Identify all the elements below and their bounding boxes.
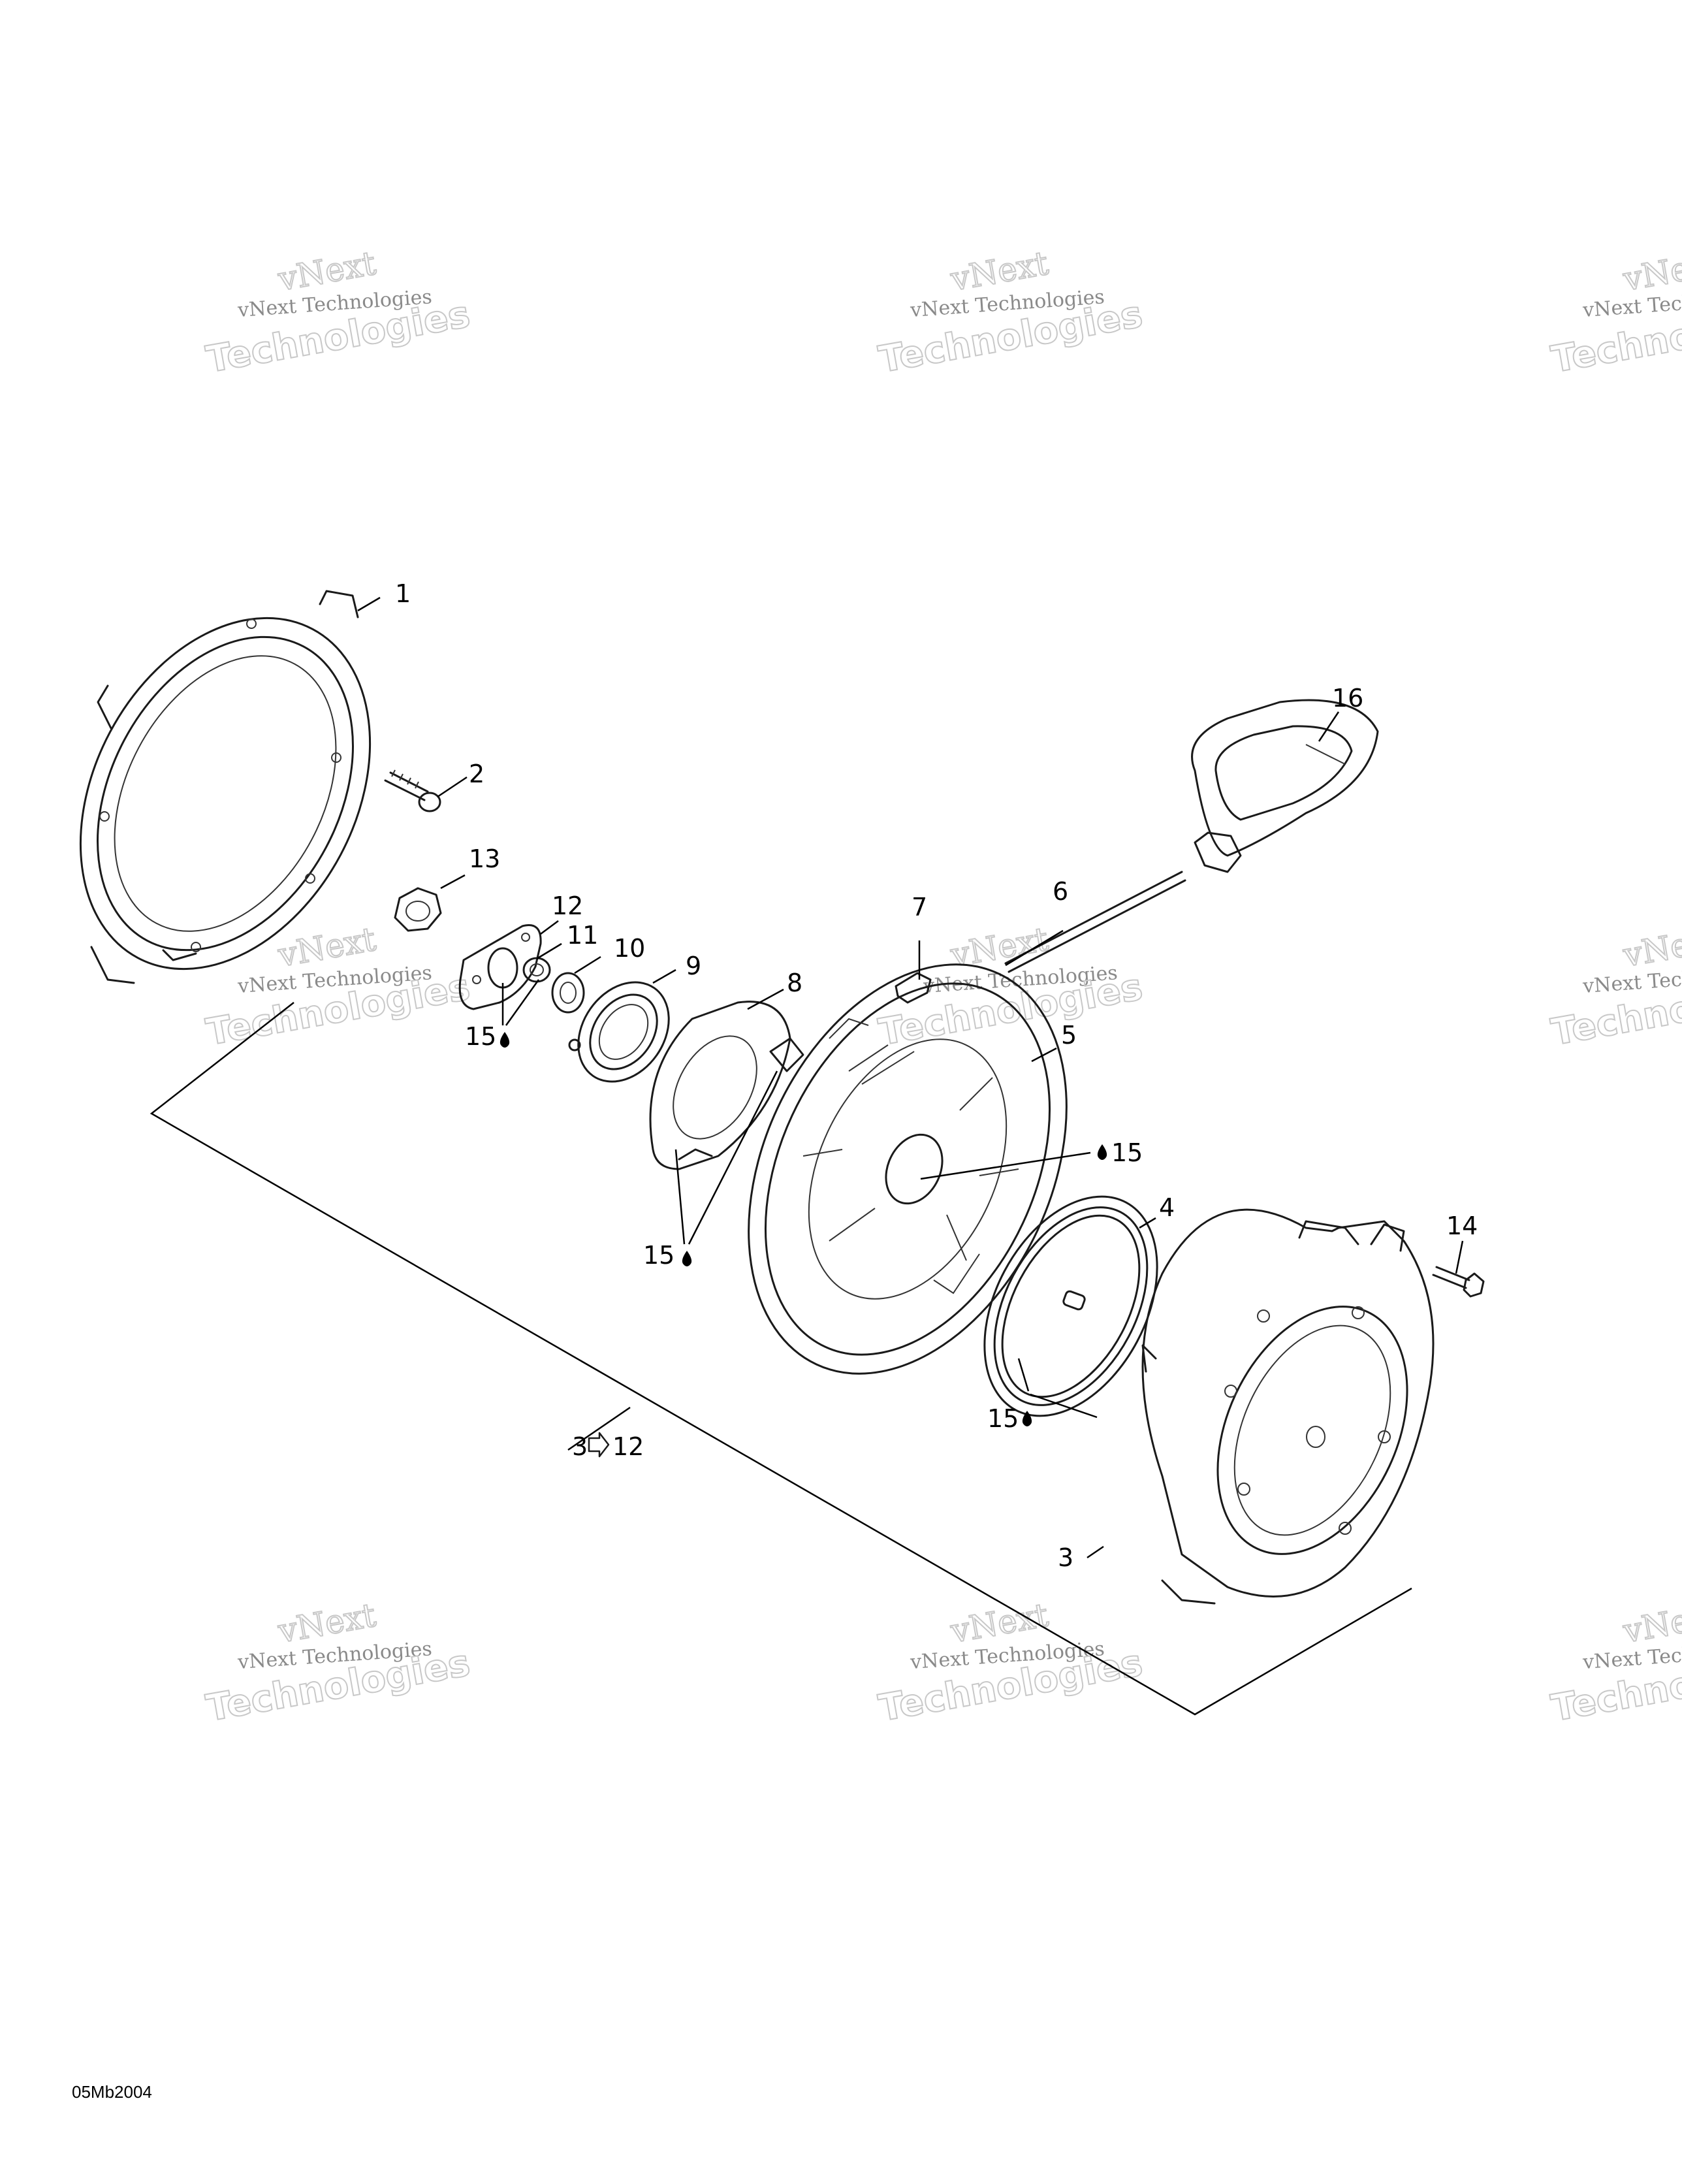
callout-16: 16 <box>1332 684 1363 713</box>
ratchet-pawl <box>568 981 670 1083</box>
recoil-spring <box>983 1195 1158 1417</box>
lubrication-drops <box>500 1032 1107 1426</box>
lock-nut <box>394 887 442 932</box>
callout-3-to-12: 3 12 <box>572 1432 644 1461</box>
watermark-bottom-right: vNext vNext Technologies Technologies <box>1547 1596 1682 1731</box>
callout-15-d: 15 <box>987 1404 1019 1433</box>
watermark-top-left: vNext vNext Technologies Technologies <box>202 244 473 382</box>
callout-labels: 1 2 13 12 11 10 9 8 7 6 5 16 4 14 3 15 1… <box>395 579 1478 1572</box>
callout-15-b: 15 <box>643 1241 674 1270</box>
watermark-mid-left: vNext vNext Technologies Technologies <box>202 920 473 1055</box>
svg-text:vNext: vNext <box>1620 244 1682 298</box>
assembly-bracket <box>150 1002 1412 1716</box>
drop-icon <box>500 1032 510 1048</box>
callout-7: 7 <box>912 893 927 922</box>
cam-plate <box>649 1001 804 1170</box>
watermark-mid-center: vNext vNext Technologies Technologies <box>875 920 1146 1055</box>
rope-knot <box>895 972 932 1004</box>
callout-13: 13 <box>469 844 500 873</box>
callout-8: 8 <box>787 969 802 997</box>
watermark-top-center: vNext vNext Technologies Technologies <box>875 244 1146 382</box>
watermark-group: vNext vNext Technologies Technologies vN… <box>202 244 1682 1731</box>
drop-icon <box>1022 1411 1032 1426</box>
svg-text:vNext: vNext <box>1620 1596 1682 1650</box>
flange-bolt <box>1432 1266 1485 1298</box>
watermark-top-right: vNext vNext Technologies Technologies <box>1547 244 1682 382</box>
starter-cover <box>1141 1208 1435 1605</box>
svg-text:vNext: vNext <box>1620 920 1682 974</box>
screw <box>384 769 441 812</box>
leader-lines <box>357 596 1464 1559</box>
callout-3: 3 <box>1058 1543 1073 1572</box>
drawing-code: 05Mb2004 <box>72 2082 152 2102</box>
rope-sheave <box>748 963 1068 1375</box>
watermark-mid-right: vNext vNext Technologies Technologies <box>1547 920 1682 1055</box>
callout-6: 6 <box>1053 877 1068 906</box>
watermark-bottom-left: vNext vNext Technologies Technologies <box>202 1596 473 1731</box>
starter-housing-ring <box>79 590 372 984</box>
callout-15-c: 15 <box>1111 1138 1143 1167</box>
friction-spring <box>551 972 585 1014</box>
locking-plate <box>458 924 542 1010</box>
callout-9: 9 <box>686 952 701 980</box>
callout-1: 1 <box>395 579 411 608</box>
drop-icon <box>1097 1144 1107 1160</box>
arrow-right-icon <box>588 1432 610 1458</box>
callout-4: 4 <box>1159 1193 1175 1222</box>
callout-12: 12 <box>552 891 583 920</box>
svg-text:3: 3 <box>572 1432 588 1461</box>
callout-5: 5 <box>1061 1021 1077 1050</box>
callout-14: 14 <box>1446 1212 1478 1240</box>
drop-icon <box>682 1251 692 1266</box>
callout-10: 10 <box>614 934 645 963</box>
callout-15-a: 15 <box>465 1022 496 1051</box>
callout-11: 11 <box>567 921 598 950</box>
starter-handle <box>1191 699 1379 873</box>
svg-text:12: 12 <box>612 1432 644 1461</box>
callout-2: 2 <box>469 760 484 788</box>
